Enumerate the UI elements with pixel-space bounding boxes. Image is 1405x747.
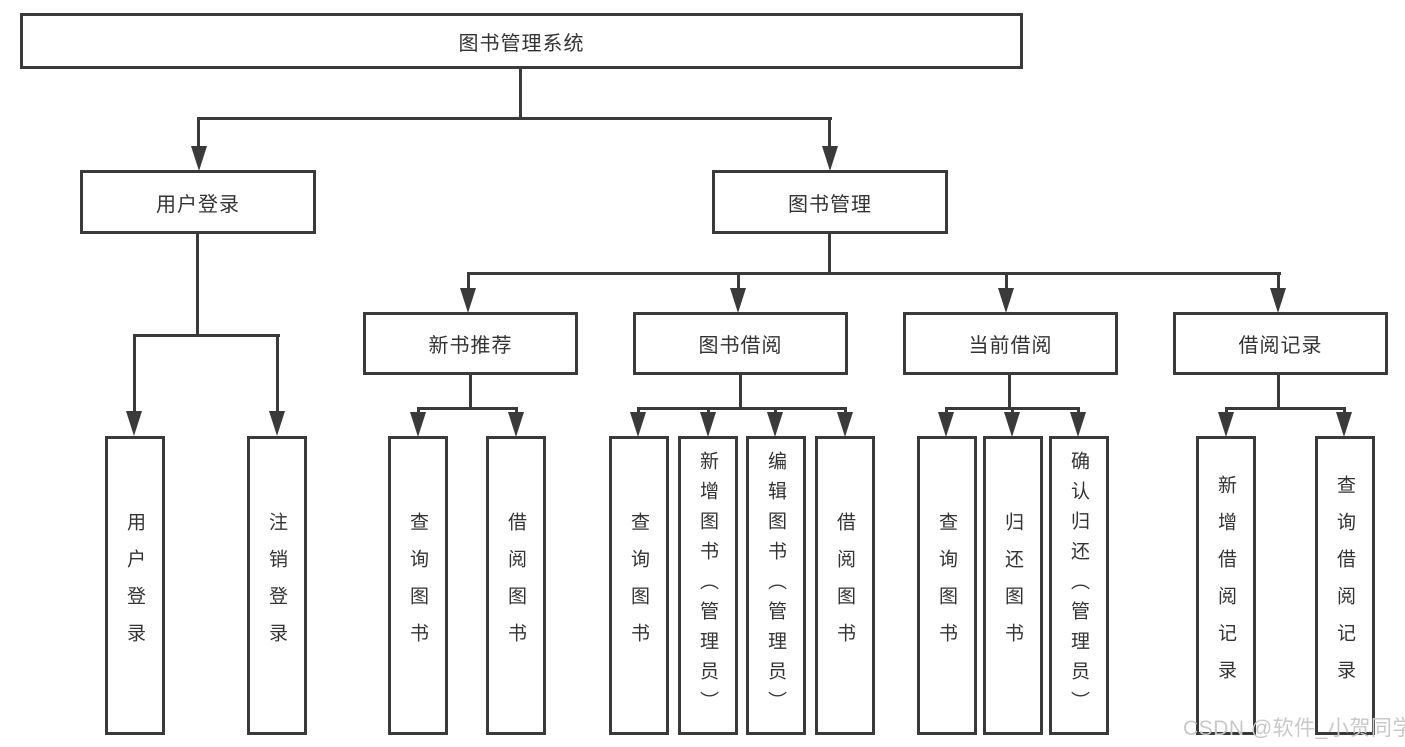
connector-line — [417, 407, 518, 410]
leaf-user-login: 用户登录 — [105, 436, 165, 735]
node-new-book-recommend-label: 新书推荐 — [428, 335, 513, 357]
connector-line — [737, 272, 740, 290]
node-book-borrow: 图书借阅 — [633, 312, 848, 375]
arrowhead — [700, 412, 716, 437]
connector-line — [276, 334, 279, 412]
connector-line — [417, 407, 420, 415]
node-root-label: 图书管理系统 — [458, 32, 585, 55]
arrowhead — [1218, 412, 1234, 437]
leaf-borrow-books-2: 借阅图书 — [815, 436, 875, 735]
arrowhead — [1004, 412, 1020, 437]
connector-line — [828, 234, 831, 275]
node-current-borrow-label: 当前借阅 — [968, 335, 1053, 357]
arrowhead — [460, 288, 476, 313]
arrowhead — [837, 412, 853, 437]
connector-line — [1277, 272, 1280, 290]
leaf-edit-book-admin: 编辑图书（管理员） — [746, 436, 806, 735]
connector-line — [519, 68, 522, 118]
leaf-query-books-3: 查询图书 — [917, 436, 977, 735]
arrowhead — [1070, 412, 1086, 437]
leaf-confirm-return-admin: 确认归还（管理员） — [1049, 436, 1109, 735]
node-root: 图书管理系统 — [20, 13, 1023, 69]
connector-line — [467, 272, 470, 290]
leaf-add-book-admin: 新增图书（管理员） — [678, 436, 738, 735]
leaf-return-books: 归还图书 — [983, 436, 1043, 735]
node-borrow-records-label: 借阅记录 — [1238, 335, 1323, 357]
connector-line — [196, 234, 199, 337]
node-book-borrow-label: 图书借阅 — [698, 335, 783, 357]
node-current-borrow: 当前借阅 — [903, 312, 1118, 375]
connector-line — [467, 272, 1281, 275]
connector-line — [828, 117, 831, 148]
arrowhead — [508, 412, 524, 437]
arrowhead — [191, 146, 207, 171]
arrowhead — [269, 411, 285, 436]
leaf-add-borrow-record: 新增借阅记录 — [1196, 436, 1256, 735]
connector-line — [774, 407, 777, 415]
arrowhead — [938, 412, 954, 437]
connector-line — [1277, 375, 1280, 409]
connector-line — [133, 334, 280, 337]
arrowhead — [630, 412, 646, 437]
leaf-query-borrow-record: 查询借阅记录 — [1315, 436, 1375, 735]
arrowhead — [1336, 412, 1352, 437]
arrowhead — [730, 288, 746, 313]
node-book-management: 图书管理 — [712, 170, 948, 234]
node-user-login-label: 用户登录 — [156, 193, 240, 216]
node-user-login: 用户登录 — [80, 170, 316, 234]
arrowhead — [126, 411, 142, 436]
leaf-borrow-books-1: 借阅图书 — [486, 436, 546, 735]
connector-line — [1008, 375, 1011, 409]
arrowhead — [822, 146, 838, 171]
arrowhead — [998, 288, 1014, 313]
connector-line — [1011, 407, 1014, 415]
connector-line — [515, 407, 518, 415]
connector-line — [1077, 407, 1080, 415]
connector-line — [637, 407, 847, 410]
node-borrow-records: 借阅记录 — [1173, 312, 1388, 375]
leaf-logout: 注销登录 — [247, 436, 307, 735]
node-new-book-recommend: 新书推荐 — [363, 312, 578, 375]
connector-line — [1225, 407, 1228, 415]
connector-line — [739, 375, 742, 409]
connector-line — [197, 117, 200, 148]
connector-line — [469, 375, 472, 409]
leaf-query-books-1: 查询图书 — [388, 436, 448, 735]
arrowhead — [1270, 288, 1286, 313]
connector-line — [1343, 407, 1346, 415]
connector-line — [707, 407, 710, 415]
arrowhead — [767, 412, 783, 437]
arrowhead — [410, 412, 426, 437]
connector-line — [1005, 272, 1008, 290]
connector-line — [198, 117, 832, 120]
connector-line — [1225, 407, 1345, 410]
connector-line — [844, 407, 847, 415]
connector-line — [637, 407, 640, 415]
connector-line — [945, 407, 948, 415]
connector-line — [133, 334, 136, 412]
leaf-query-books-2: 查询图书 — [609, 436, 669, 735]
csdn-watermark: CSDN @软件_小贺同学 — [1183, 717, 1405, 740]
node-book-management-label: 图书管理 — [788, 193, 872, 216]
